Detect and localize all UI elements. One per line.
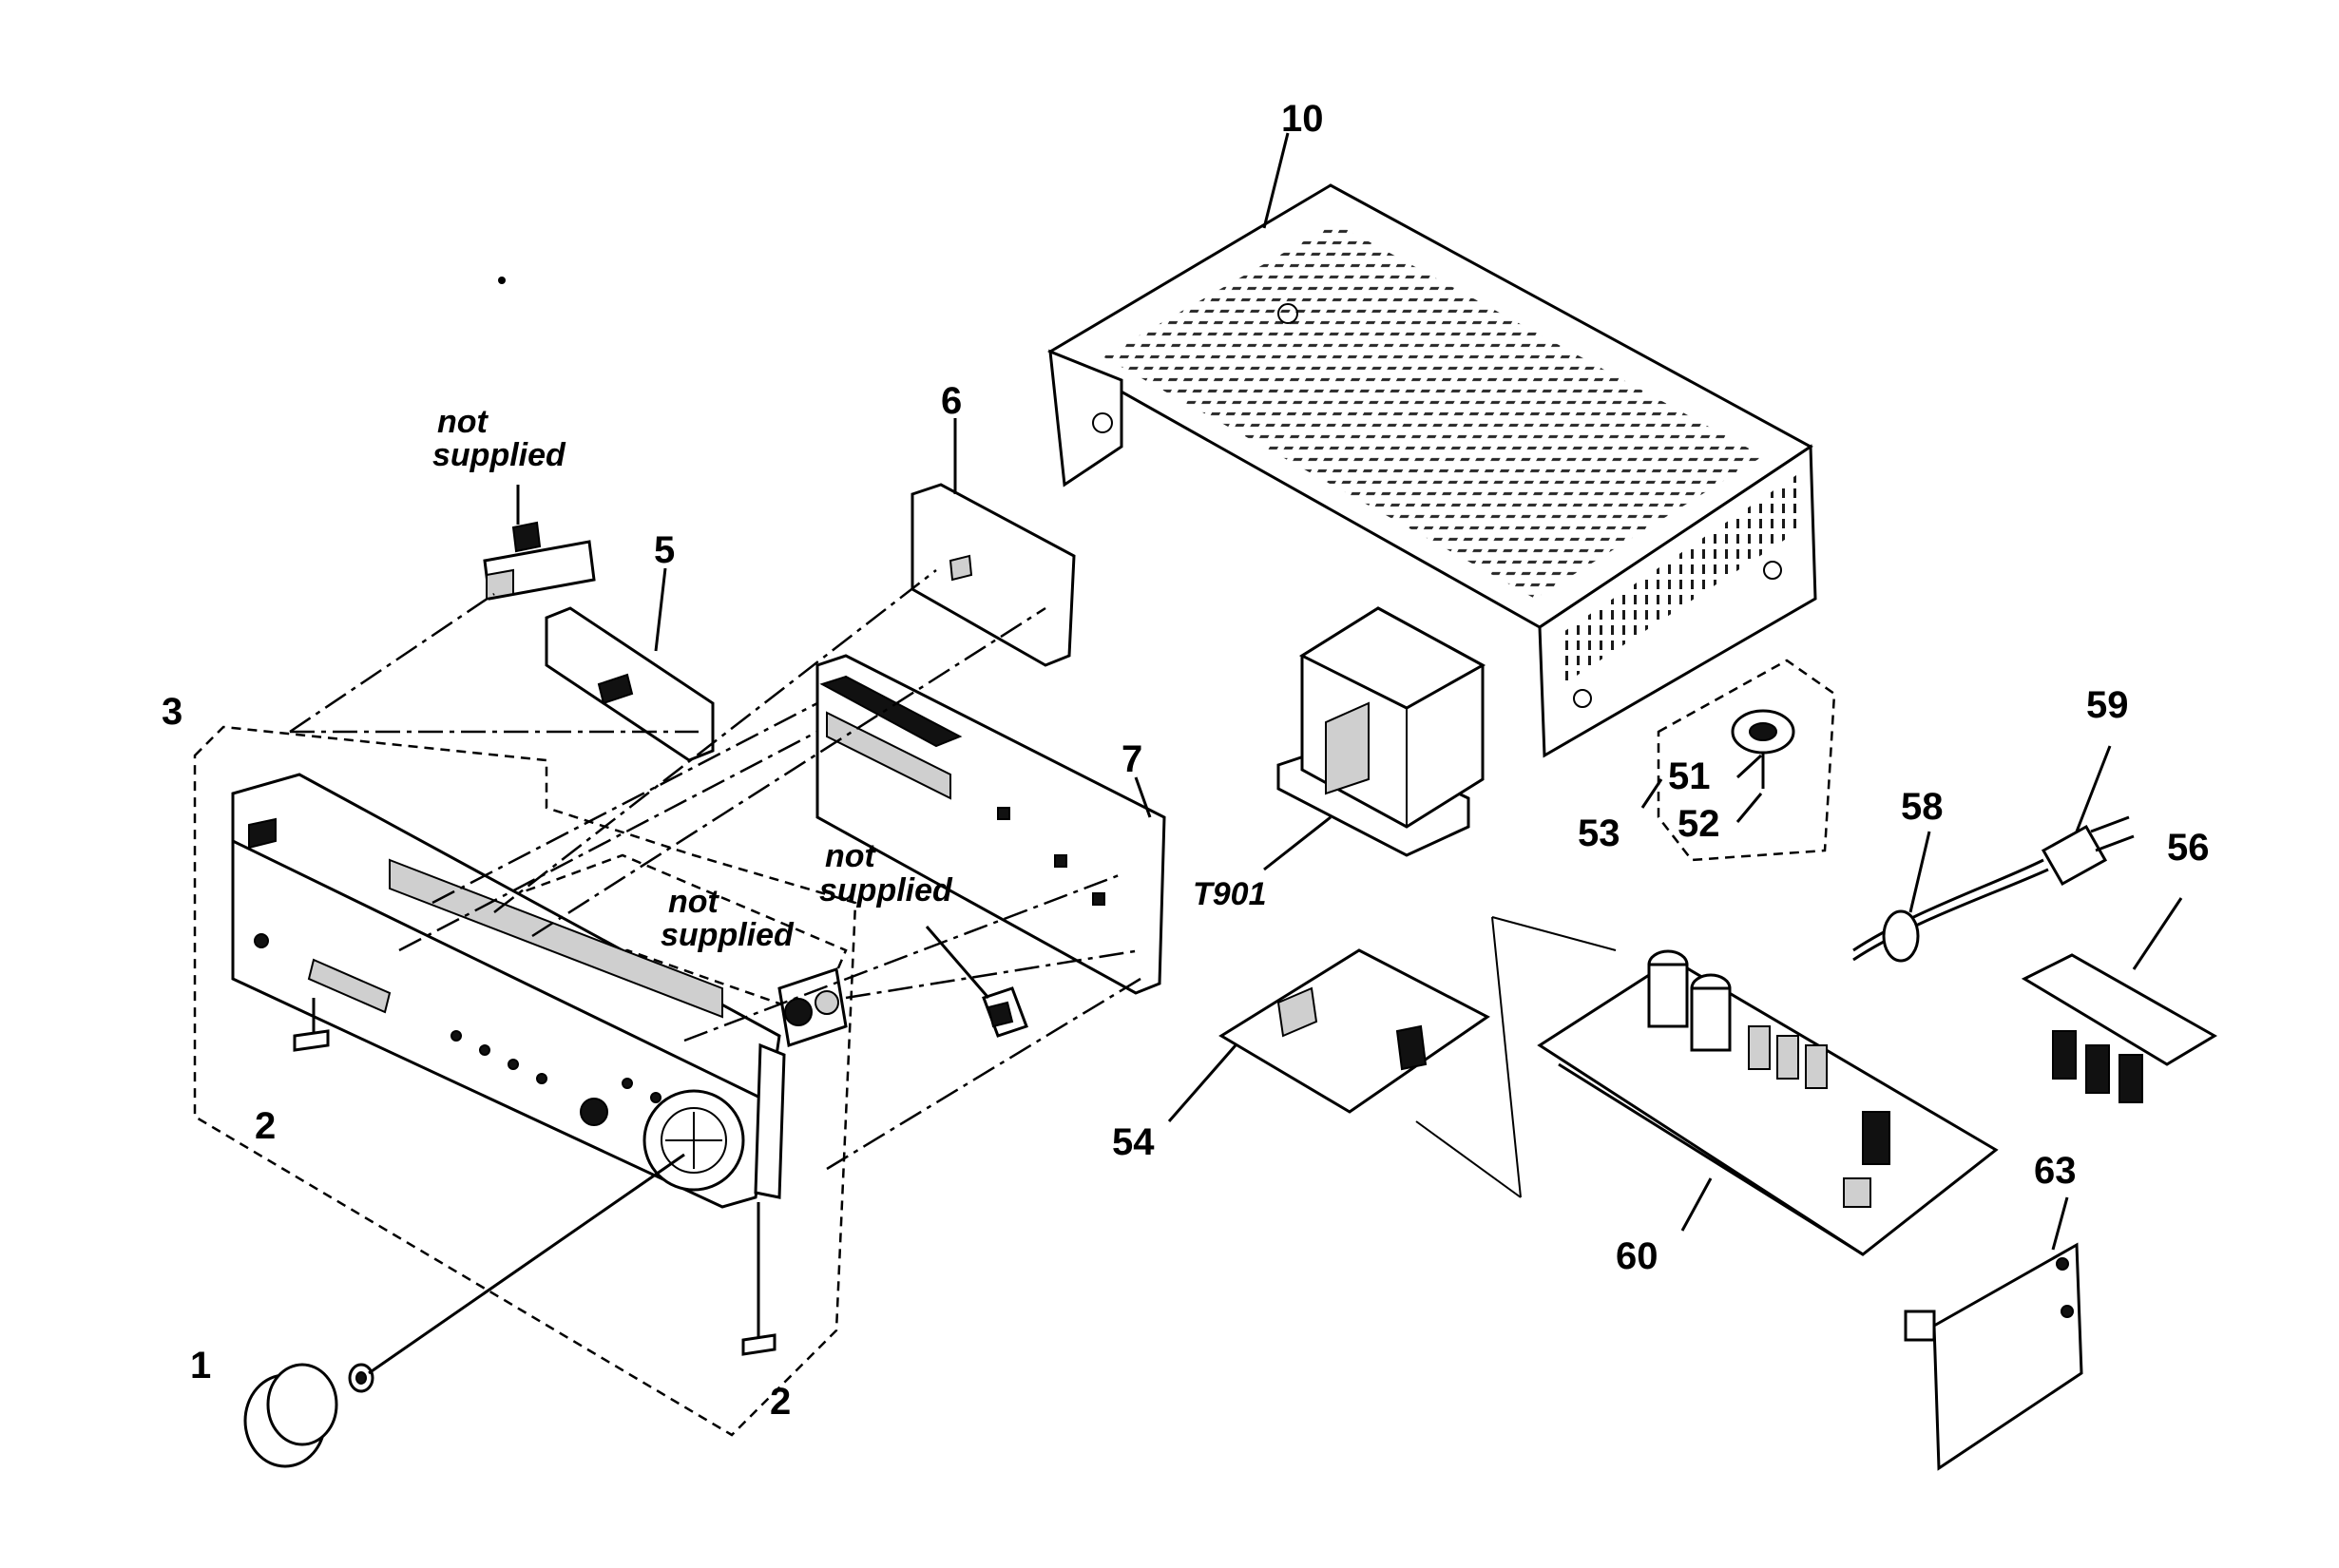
- foot-icon: [741, 1333, 776, 1356]
- label-60: 60: [1616, 1235, 1658, 1277]
- circuit-board-icon: [545, 606, 715, 762]
- note-not-supplied-top: supplied: [432, 437, 566, 473]
- label-5: 5: [654, 529, 675, 571]
- note-not-supplied-assembly: supplied: [661, 917, 795, 953]
- label-58: 58: [1901, 786, 1944, 828]
- jack-icon: [777, 967, 848, 1047]
- label-10: 10: [1281, 98, 1324, 140]
- circuit-board-icon: [815, 654, 1166, 995]
- circuit-board-icon: [911, 483, 1076, 667]
- transformer-icon: [1276, 606, 1486, 857]
- note-not-supplied-center: not: [825, 838, 877, 874]
- fuse-holder-icon: [1731, 709, 1795, 789]
- label-7: 7: [1122, 738, 1142, 780]
- label-3: 3: [162, 691, 182, 733]
- label-56: 56: [2167, 827, 2210, 869]
- circuit-board-icon: [1537, 949, 1999, 1256]
- circuit-board-icon: [2021, 953, 2217, 1103]
- label-53: 53: [1578, 813, 1620, 854]
- label-54: 54: [1112, 1121, 1155, 1163]
- foot-icon: [293, 1029, 330, 1052]
- label-2-right: 2: [770, 1381, 791, 1423]
- note-not-supplied-center: supplied: [819, 872, 953, 908]
- label-59: 59: [2086, 684, 2129, 726]
- label-1: 1: [190, 1345, 211, 1386]
- cover-icon: [1047, 132, 1817, 758]
- connector-icon: [982, 986, 1028, 1038]
- front-panel-icon: [231, 773, 786, 1209]
- label-2-left: 2: [255, 1105, 276, 1147]
- note-not-supplied-top: not: [437, 404, 489, 440]
- circuit-board-icon: [1218, 948, 1490, 1114]
- circuit-board-icon: [1904, 1242, 2083, 1471]
- label-t901: T901: [1193, 876, 1267, 912]
- knob-icon: [243, 1363, 374, 1468]
- front-panel-assembly-boundary: [193, 725, 857, 1437]
- power-cord-icon: [1852, 815, 2135, 963]
- switch-icon: [483, 521, 596, 601]
- fuse-group-boundary: [1657, 659, 1836, 862]
- stray-mark: [498, 277, 506, 284]
- label-6: 6: [941, 380, 962, 422]
- label-63: 63: [2034, 1150, 2077, 1192]
- label-51: 51: [1668, 755, 1711, 797]
- label-52: 52: [1678, 803, 1720, 845]
- note-not-supplied-assembly: not: [668, 884, 720, 920]
